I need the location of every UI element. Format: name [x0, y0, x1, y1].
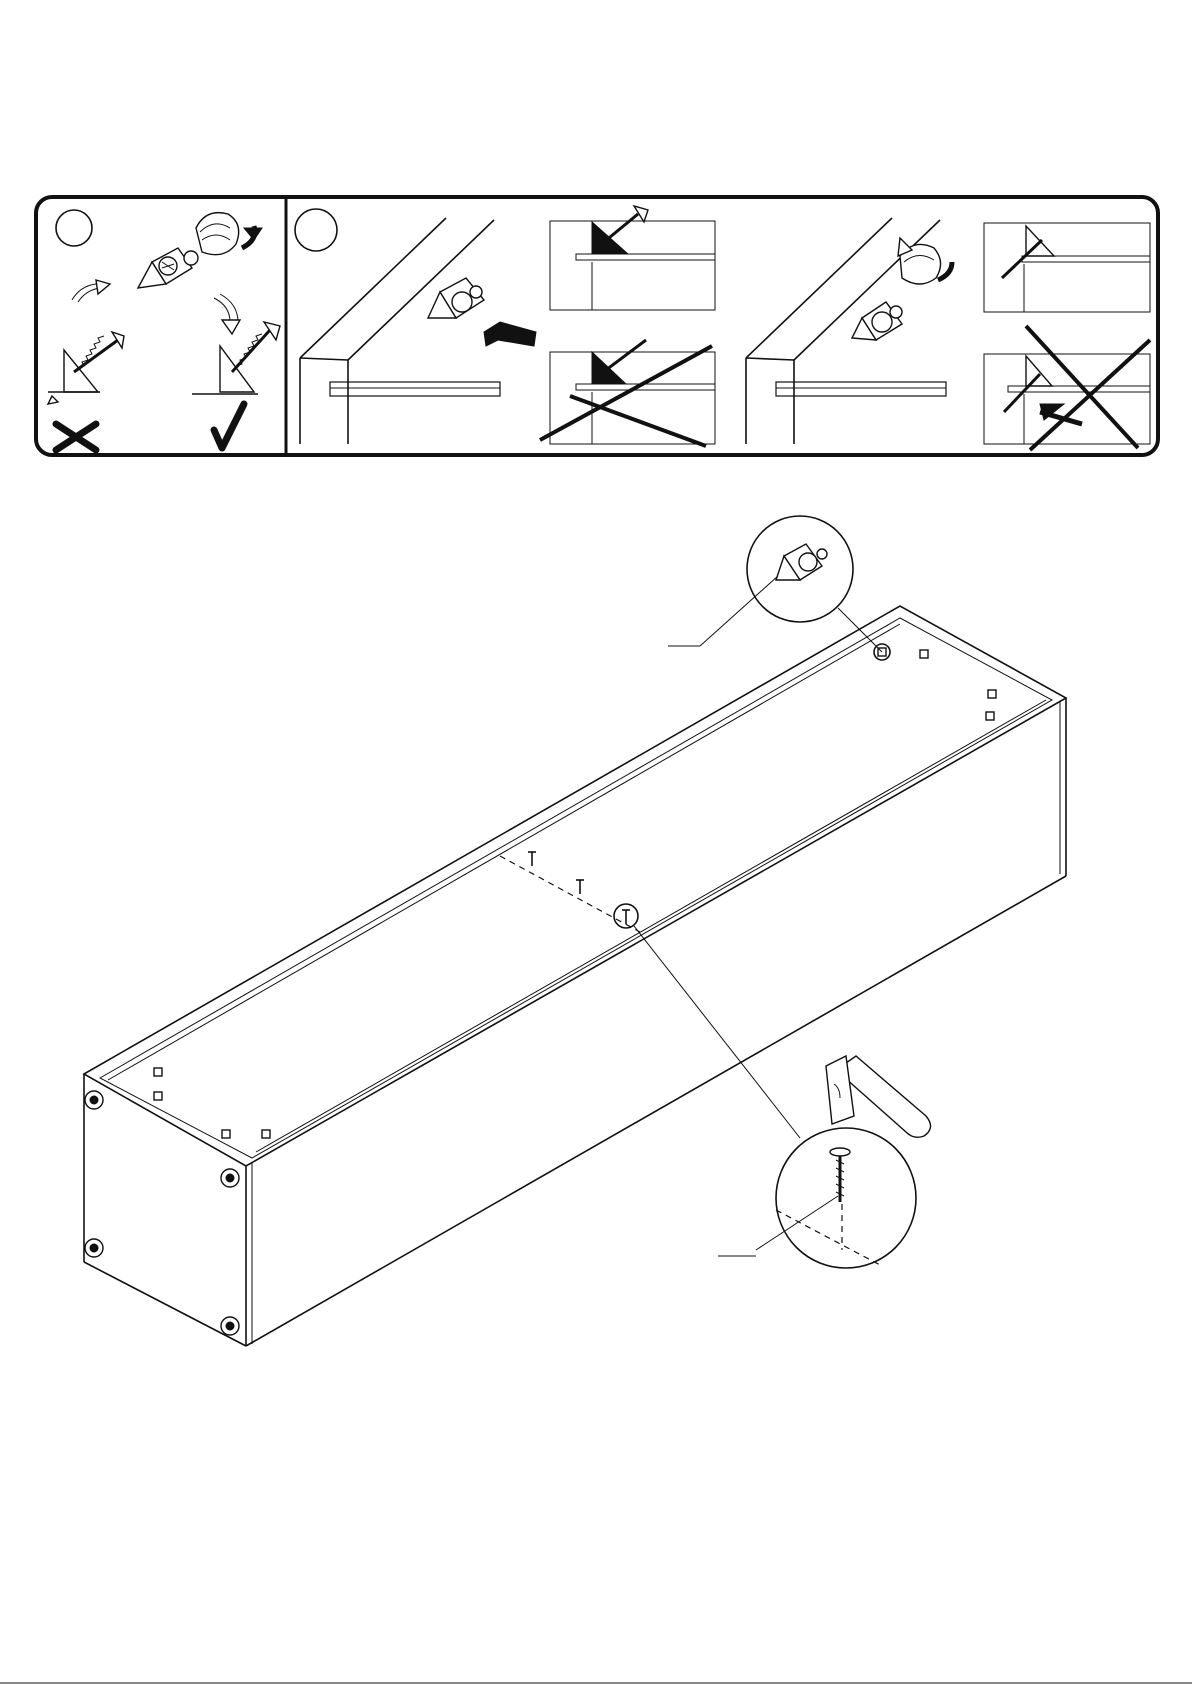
- foot-marker: [221, 1169, 239, 1187]
- foot-marker: [85, 1239, 103, 1257]
- insert-incorrect-detail: [540, 340, 715, 446]
- connector-marker: [986, 712, 994, 720]
- connector-marker: [154, 1092, 162, 1100]
- step-a-circle: [56, 210, 92, 246]
- corner-connector-detail: [668, 516, 882, 652]
- connector-rotation-icon: [138, 213, 262, 288]
- curved-arrow-icon: [72, 280, 110, 302]
- cross-icon: [56, 424, 96, 450]
- nail-icon: [528, 852, 536, 866]
- nail-guide-line: [500, 856, 640, 932]
- connector-marker: [262, 1130, 270, 1138]
- connector-marker: [988, 690, 996, 698]
- arrow-icon: [484, 322, 536, 346]
- tighten-correct-detail: [984, 223, 1150, 312]
- curved-arrow-icon: [214, 294, 240, 334]
- hammer-icon: [826, 1056, 931, 1137]
- connector-marker: [222, 1130, 230, 1138]
- cabinet-body-drawing: [84, 606, 1066, 1346]
- connector-marker: [920, 650, 928, 658]
- rotate-screwdriver-icon: [898, 238, 952, 284]
- incorrect-angle-screw-icon: [48, 332, 124, 404]
- connector-block-icon: [428, 278, 484, 318]
- tighten-incorrect-detail: [984, 326, 1150, 450]
- foot-marker: [221, 1317, 239, 1335]
- correct-angle-screw-icon: [192, 322, 280, 394]
- cabinet-corner-drawing: [300, 218, 500, 444]
- step-b-circle: [295, 209, 337, 251]
- connector-marker: [154, 1068, 162, 1076]
- insert-correct-detail: [550, 206, 715, 310]
- check-icon: [214, 404, 244, 448]
- nail-icon: [576, 880, 584, 894]
- foot-marker: [85, 1091, 103, 1109]
